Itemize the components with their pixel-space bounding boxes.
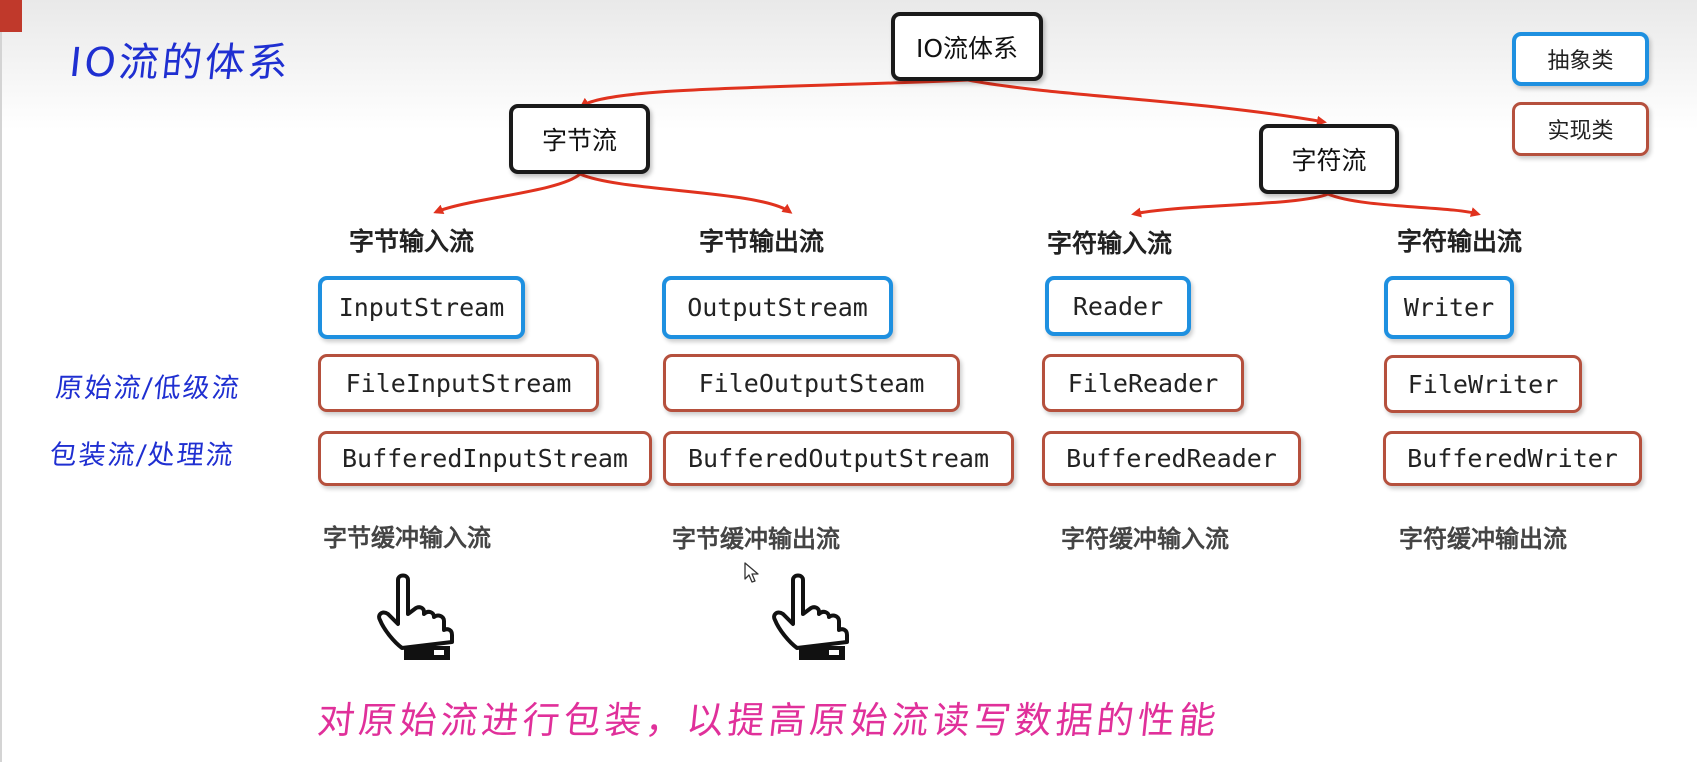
bottom-note: 对原始流进行包装，以提高原始流读写数据的性能 [315,699,1222,742]
bufferedwriter-box: BufferedWriter [1383,431,1642,486]
arrow-byte-to-input [433,172,582,214]
outputstream-box: OutputStream [662,276,893,339]
legend-impl-class: 实现类 [1512,102,1649,156]
arrow-char-to-output [1327,192,1481,217]
bufferedoutputstream-box: BufferedOutputStream [663,431,1014,486]
slide-left-rule [0,32,2,762]
column-heading-byte-output: 字节输出流 [699,227,825,256]
caption-byte-buffered-output: 字节缓冲输出流 [672,525,840,553]
bufferedinputstream-box: BufferedInputStream [318,431,652,486]
inputstream-box: InputStream [318,276,525,339]
bufferedreader-box: BufferedReader [1042,431,1301,486]
caption-byte-buffered-input: 字节缓冲输入流 [323,524,491,552]
pointing-hand-icon [377,573,454,660]
arrow-byte-to-output [579,172,793,214]
slide-corner-mark [0,0,22,32]
column-heading-char-input: 字符输入流 [1047,229,1173,258]
fileoutputsteam-box: FileOutputSteam [663,354,960,412]
caption-char-buffered-input: 字符缓冲输入流 [1061,525,1229,553]
arrow-root-to-byte [579,78,969,108]
root-node: IO流体系 [891,12,1043,81]
caption-char-buffered-output: 字符缓冲输出流 [1399,525,1567,553]
char-stream-node: 字符流 [1259,124,1399,194]
row-label-buffered-stream: 包装流/处理流 [48,440,237,471]
pointing-hand-icon [772,573,849,660]
legend-abstract-class: 抽象类 [1512,32,1649,86]
column-heading-char-output: 字符输出流 [1397,227,1523,256]
cursor-icon [744,562,759,583]
byte-stream-node: 字节流 [509,104,650,174]
row-label-basic-stream: 原始流/低级流 [54,373,243,404]
arrow-char-to-input [1131,192,1329,218]
column-heading-byte-input: 字节输入流 [349,227,475,256]
reader-box: Reader [1045,276,1191,336]
writer-box: Writer [1384,276,1514,339]
fileinputstream-box: FileInputStream [318,354,599,412]
filewriter-box: FileWriter [1384,355,1582,413]
filereader-box: FileReader [1042,354,1244,412]
arrow-root-to-char [967,78,1327,126]
